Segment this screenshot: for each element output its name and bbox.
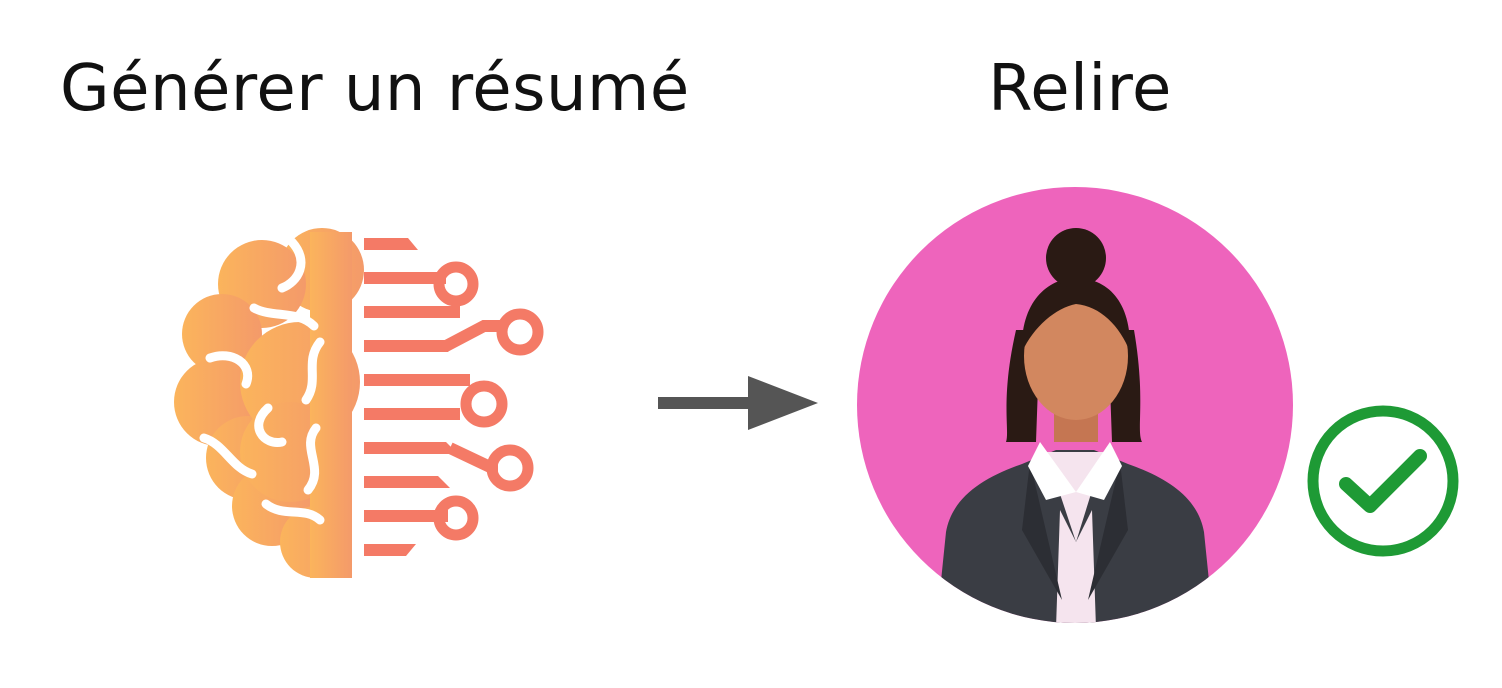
circuit-lines: [364, 238, 460, 556]
arrow-right-icon: [658, 376, 818, 430]
ai-brain-circuit-icon: [174, 228, 544, 578]
reviewer-person-avatar: [857, 187, 1293, 623]
hair-bun: [1046, 228, 1106, 288]
step-label-generate-summary: Générer un résumé: [60, 52, 690, 126]
face: [1024, 292, 1128, 420]
brain-hemisphere: [174, 228, 364, 578]
step-label-review: Relire: [988, 52, 1172, 126]
brain-grooves: [199, 237, 325, 525]
circuit-nodes: [433, 261, 544, 541]
check-circle-icon: [1307, 405, 1459, 557]
